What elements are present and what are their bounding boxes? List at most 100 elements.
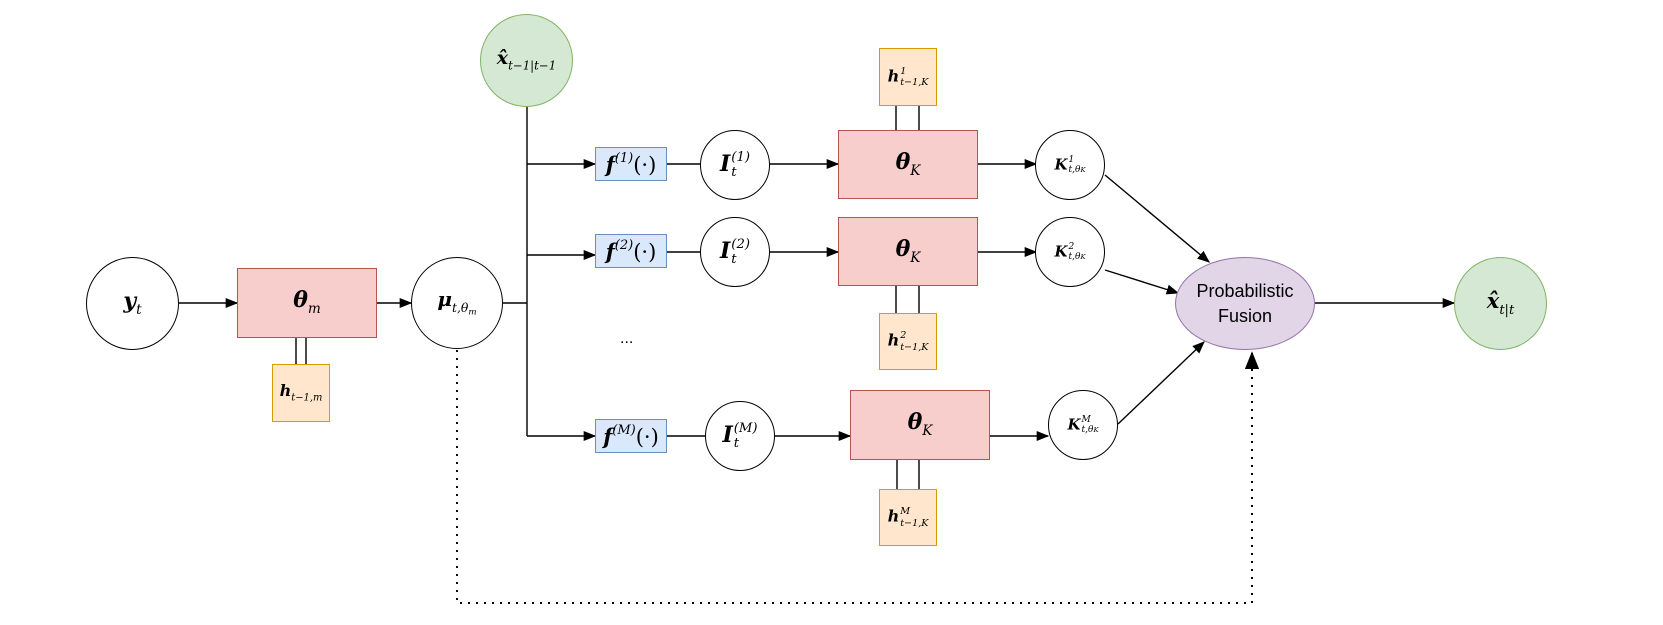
node-I1: I(1)t — [700, 130, 770, 200]
h2-base: h — [887, 331, 900, 350]
edge-KM-to-fusion — [1117, 341, 1205, 425]
hM-base: h — [887, 507, 900, 526]
node-f1: f(1)(·) — [595, 147, 667, 181]
f2-arg: (·) — [633, 239, 657, 264]
theta-m-sub: m — [307, 301, 321, 318]
h1-base: h — [887, 66, 900, 86]
thetaKM-base: θ — [907, 409, 923, 436]
h1-sup: 1 — [900, 65, 907, 77]
ellipsis-more-branches: ... — [620, 330, 634, 347]
node-y-t: yt — [86, 257, 179, 350]
edge-mu-feedback-dotted — [456, 350, 1260, 604]
K1-base: K — [1054, 155, 1068, 173]
node-theta-m: θm — [237, 268, 377, 338]
K2-sub: t,θK — [1069, 252, 1086, 262]
h1-sub: t−1,K — [900, 77, 929, 88]
node-f2: f(2)(·) — [595, 234, 667, 268]
fusion-label-line2: Fusion — [1217, 305, 1272, 326]
K1-sub: t,θK — [1069, 165, 1086, 175]
fM-base: f — [603, 423, 613, 449]
KM-subsub: K — [1093, 426, 1099, 434]
thetaK2-sub: K — [910, 249, 921, 266]
K2-sup: 2 — [1068, 241, 1075, 252]
y-t-base: y — [123, 287, 137, 314]
fM-sup: (M) — [612, 423, 636, 439]
y-t-sub: t — [136, 301, 142, 318]
f2-base: f — [605, 238, 615, 264]
fusion-label-line1: Probabilistic — [1196, 281, 1294, 302]
IM-sup: (M) — [733, 420, 758, 436]
KM-sup: M — [1081, 414, 1091, 425]
IM-scripts: (M)t — [734, 421, 758, 451]
thetaK2-base: θ — [895, 235, 911, 262]
K1-sup: 1 — [1068, 154, 1075, 165]
hM-sub: t−1,K — [900, 517, 929, 529]
node-x-prev: x̂t−1|t−1 — [480, 14, 573, 107]
h2-sub: t−1,K — [900, 341, 929, 353]
I1-scripts: (1)t — [731, 150, 750, 180]
x-out-base: x̂ — [1486, 288, 1500, 314]
KM-sub: t,θK — [1082, 425, 1099, 435]
node-h-m: ht−1,m — [272, 364, 330, 422]
h2-sup: 2 — [900, 330, 907, 342]
thetaK1-base: θ — [895, 148, 911, 175]
thetaKM-sub: K — [922, 423, 933, 440]
f1-base: f — [605, 151, 615, 177]
I1-sup: (1) — [731, 149, 750, 165]
node-probabilistic-fusion: Probabilistic Fusion — [1175, 257, 1315, 350]
I1-base: I — [720, 151, 731, 177]
theta-m-base: θ — [293, 287, 308, 314]
I2-base: I — [720, 238, 731, 264]
f1-arg: (·) — [633, 152, 657, 177]
I1-sub: t — [731, 165, 737, 180]
fusion-label: Probabilistic Fusion — [1196, 279, 1293, 328]
K2-base: K — [1054, 242, 1068, 260]
K2-sub-text: t,θ — [1068, 252, 1081, 262]
node-x-output: x̂t|t — [1454, 257, 1547, 350]
node-thetaK2: θK — [838, 217, 978, 286]
mu-base: μ — [437, 287, 453, 312]
x-out-sub: t|t — [1499, 302, 1515, 318]
node-thetaK1: θK — [838, 130, 978, 199]
f2-sup: (2) — [614, 238, 634, 254]
IM-base: I — [722, 422, 733, 448]
mu-sub-text: t,θ — [452, 299, 469, 315]
node-thetaKM: θK — [850, 390, 990, 460]
h-m-base: h — [279, 380, 292, 400]
edge-K1-to-fusion — [1104, 174, 1210, 263]
mu-sub: t,θm — [452, 299, 477, 317]
f1-sup: (1) — [614, 151, 634, 167]
hM-sup: M — [900, 506, 911, 518]
KM-sub-text: t,θ — [1081, 425, 1094, 435]
IM-sub: t — [733, 436, 740, 451]
K1-sub-text: t,θ — [1068, 165, 1081, 175]
thetaK1-sub: K — [910, 162, 921, 179]
I2-sup: (2) — [731, 236, 750, 252]
K1-subsub: K — [1080, 166, 1086, 174]
KM-base: K — [1067, 415, 1081, 433]
node-I2: I(2)t — [700, 217, 770, 287]
h-m-sub: t−1,m — [291, 392, 323, 404]
fM-arg: (·) — [635, 424, 659, 449]
x-prev-base: x̂ — [496, 46, 509, 69]
node-IM: I(M)t — [705, 401, 775, 471]
x-prev-sub: t−1|t−1 — [508, 58, 557, 73]
I2-scripts: (2)t — [731, 237, 750, 267]
K2-subsub: K — [1080, 253, 1086, 261]
I2-sub: t — [731, 252, 737, 267]
edge-K2-to-fusion — [1104, 269, 1180, 295]
